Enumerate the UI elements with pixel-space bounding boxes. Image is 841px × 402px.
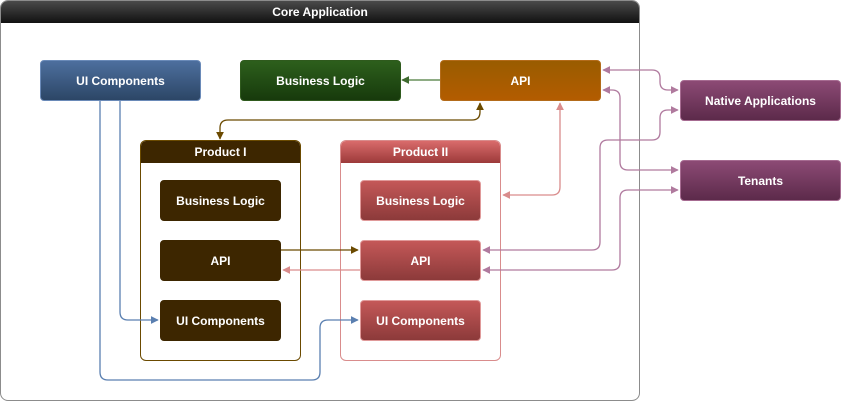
native-applications-node[interactable]: Native Applications bbox=[680, 80, 841, 121]
core-application-title: Core Application bbox=[1, 1, 639, 23]
product-1-api-node[interactable]: API bbox=[160, 240, 281, 281]
core-ui-components-node[interactable]: UI Components bbox=[40, 60, 201, 101]
product-2-ui-components-node[interactable]: UI Components bbox=[360, 300, 481, 341]
product-1-ui-components-node[interactable]: UI Components bbox=[160, 300, 281, 341]
product-1-title: Product I bbox=[141, 141, 300, 163]
tenants-node[interactable]: Tenants bbox=[680, 160, 841, 201]
core-api-node[interactable]: API bbox=[440, 60, 601, 101]
product-2-business-logic-node[interactable]: Business Logic bbox=[360, 180, 481, 221]
core-business-logic-node[interactable]: Business Logic bbox=[240, 60, 401, 101]
product-2-api-node[interactable]: API bbox=[360, 240, 481, 281]
product-2-title: Product II bbox=[341, 141, 500, 163]
product-1-business-logic-node[interactable]: Business Logic bbox=[160, 180, 281, 221]
